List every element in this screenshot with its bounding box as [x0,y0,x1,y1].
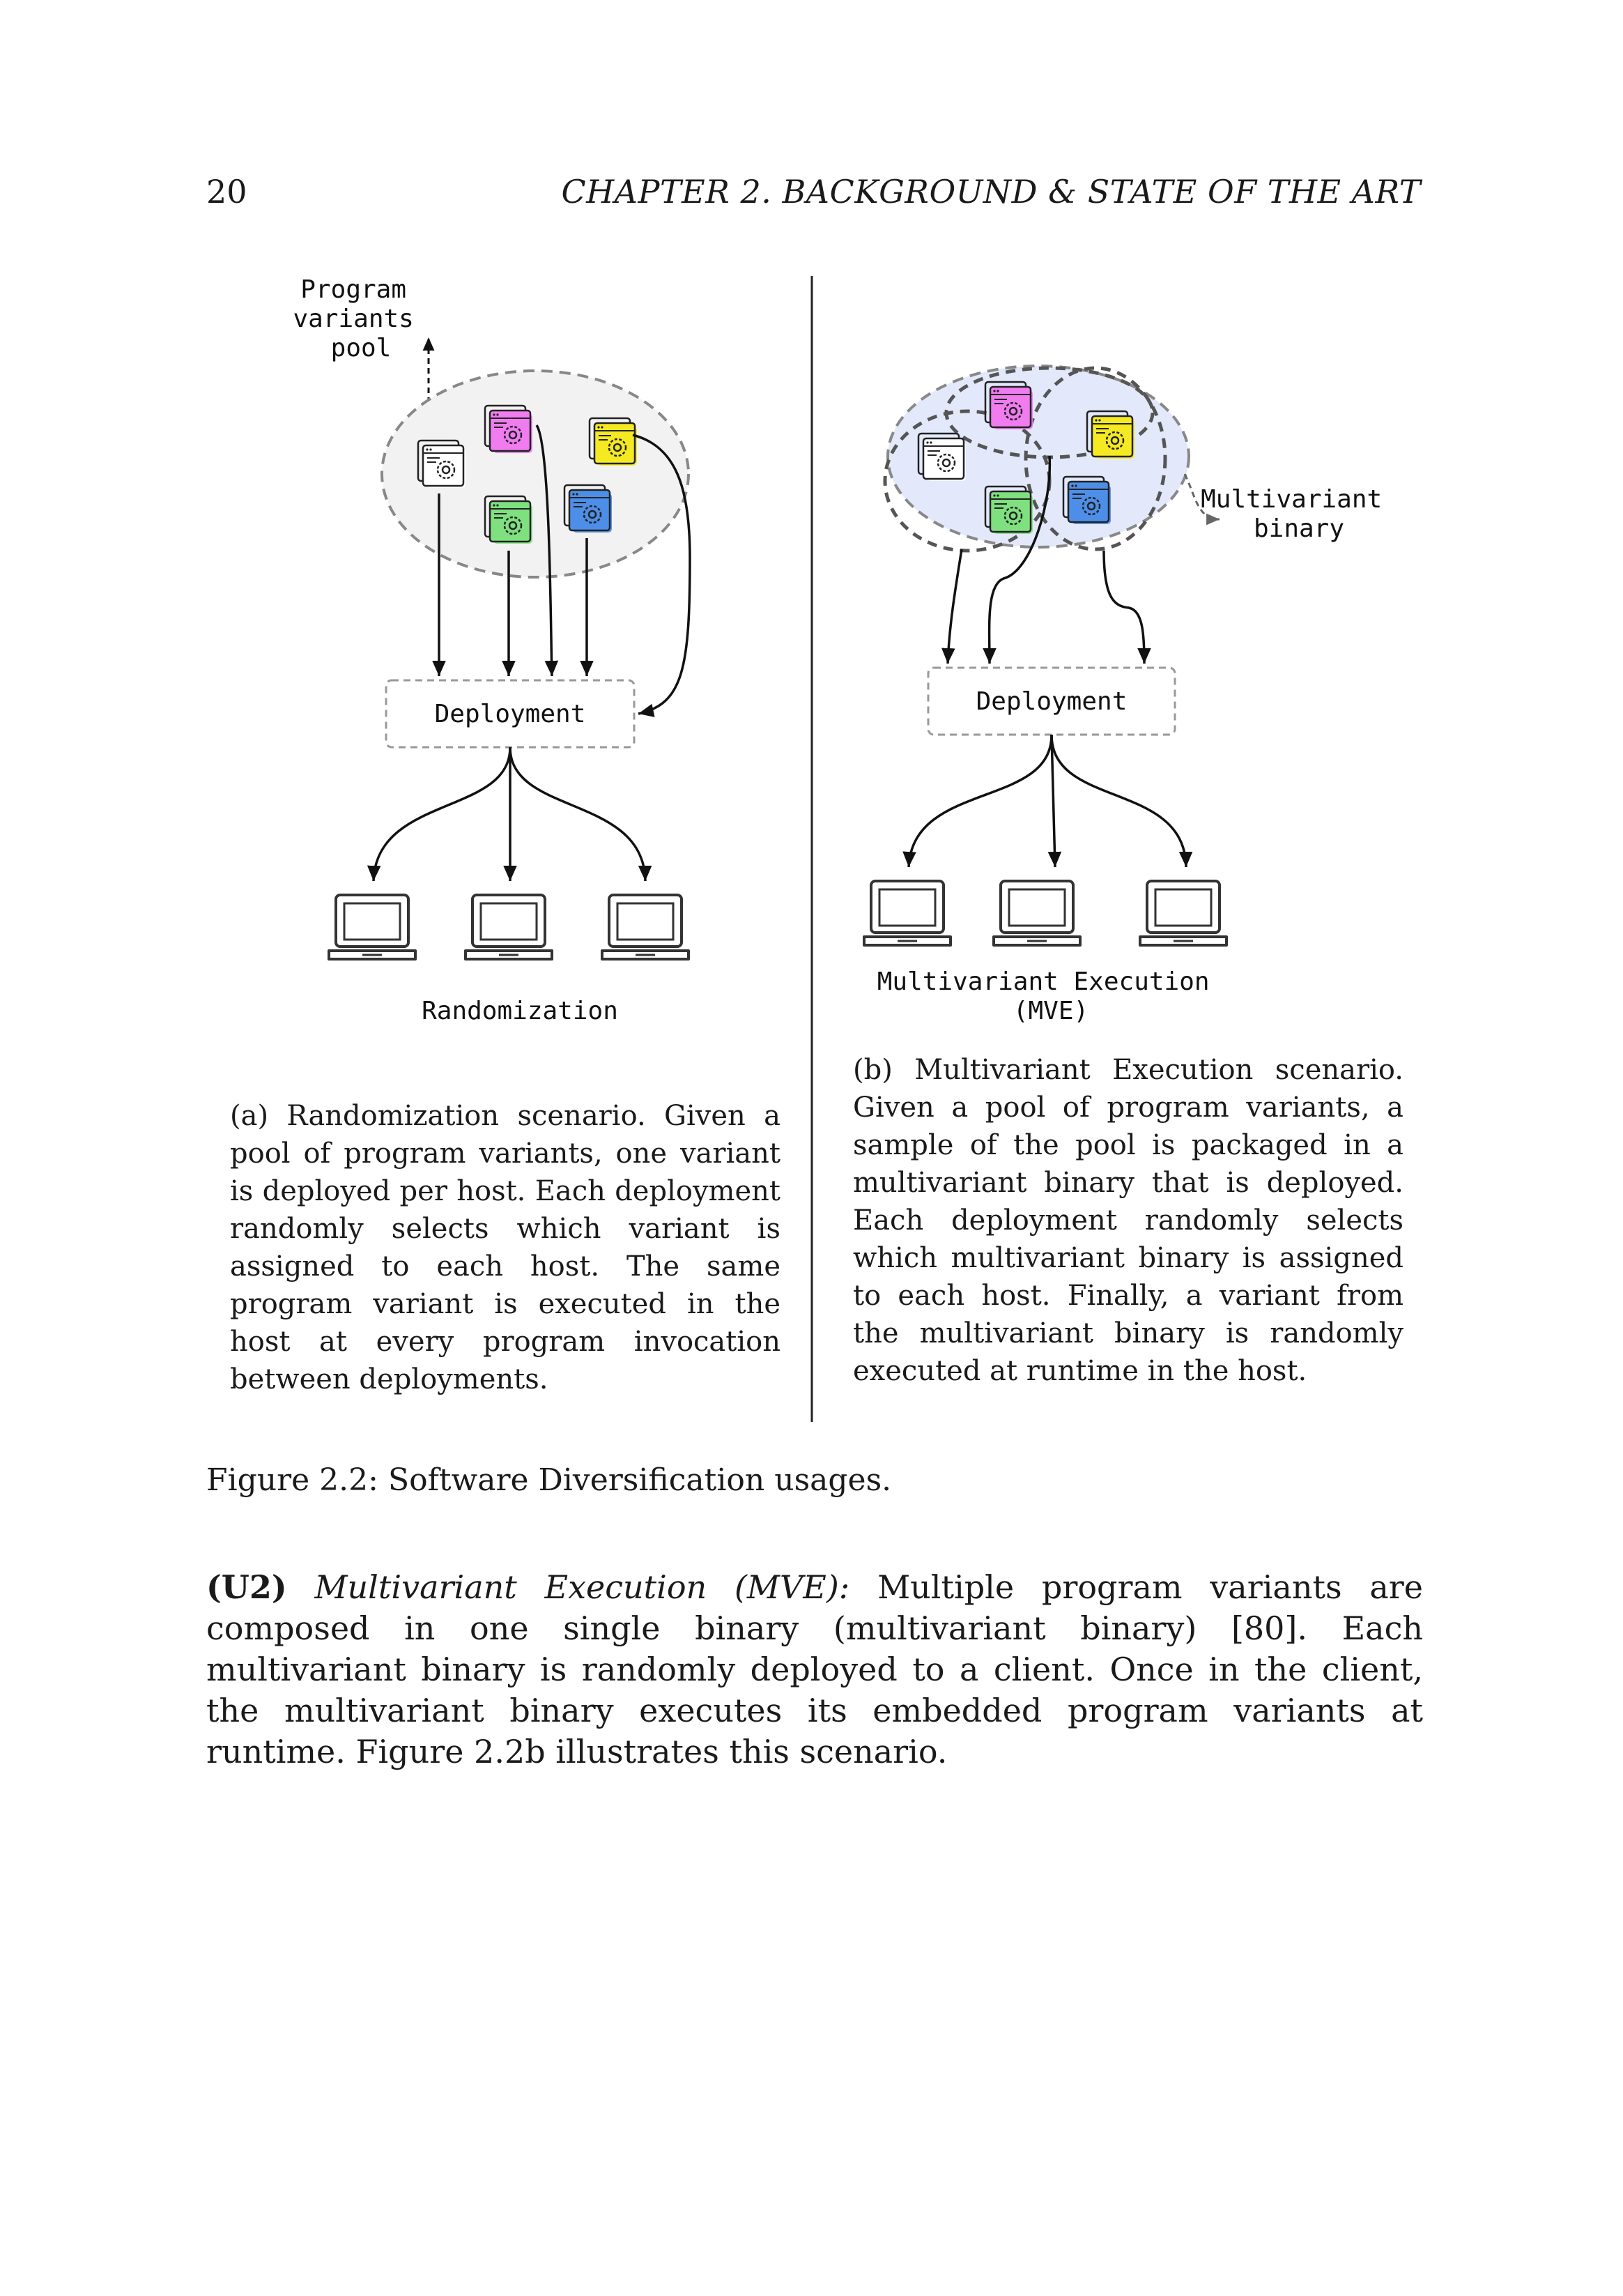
variant-magenta-icon [984,381,1034,431]
variant-blue-icon [1062,475,1112,526]
subfigure-caption-a: (a) Randomization scenario. Given a pool… [230,1100,780,1395]
variant-magenta-icon [484,404,534,454]
laptop-icon [601,894,690,961]
laptop-icon [1139,880,1228,947]
figure-caption: Figure 2.2: Software Diversification usa… [206,1462,892,1498]
binary-label: Multivariant binary [1201,485,1397,543]
laptop-icon [863,880,952,947]
deployment-label-a: Deployment [435,700,586,728]
page-number: 20 [206,173,247,211]
running-header: CHAPTER 2. BACKGROUND & STATE OF THE ART [561,173,1421,211]
variant-yellow-icon [1086,410,1136,460]
scenario-label-a: Randomization [422,997,618,1025]
subfigure-caption-b: (b) Multivariant Execution scenario. Giv… [853,1054,1403,1387]
body-paragraph: (U2) Multivariant Execution (MVE): Multi… [206,1567,1423,1773]
multivariant-binary-group [1024,366,1167,551]
deployment-box-b [927,666,1176,736]
laptop-icon [464,894,553,961]
subfigure-b: Multivariant binary Deployment Multivari… [863,365,1397,1025]
binary-label-arrow [1183,473,1220,526]
variant-white-icon [417,439,467,489]
scenario-label-b: Multivariant Execution (MVE) [877,967,1225,1025]
figure-diagram: Program variants pool Deployment Rand [293,275,1397,1422]
figure: Program variants pool Deployment Rand [293,275,1397,1422]
laptop-icon [992,880,1082,947]
paragraph-text: Multiple program variants are composed i… [206,1568,1423,1770]
paragraph-term: Multivariant Execution (MVE): [314,1568,850,1606]
paragraph-label: (U2) [206,1568,287,1606]
variant-yellow-icon [588,417,638,467]
laptop-icon [328,894,417,961]
variant-green-icon [484,495,534,545]
subfigure-a: Program variants pool Deployment Rand [293,275,691,1025]
variant-green-icon [984,485,1034,535]
deployment-label-b: Deployment [976,687,1128,716]
pool-label: Program variants pool [293,275,429,362]
variant-blue-icon [563,484,613,534]
variant-white-icon [917,432,967,482]
